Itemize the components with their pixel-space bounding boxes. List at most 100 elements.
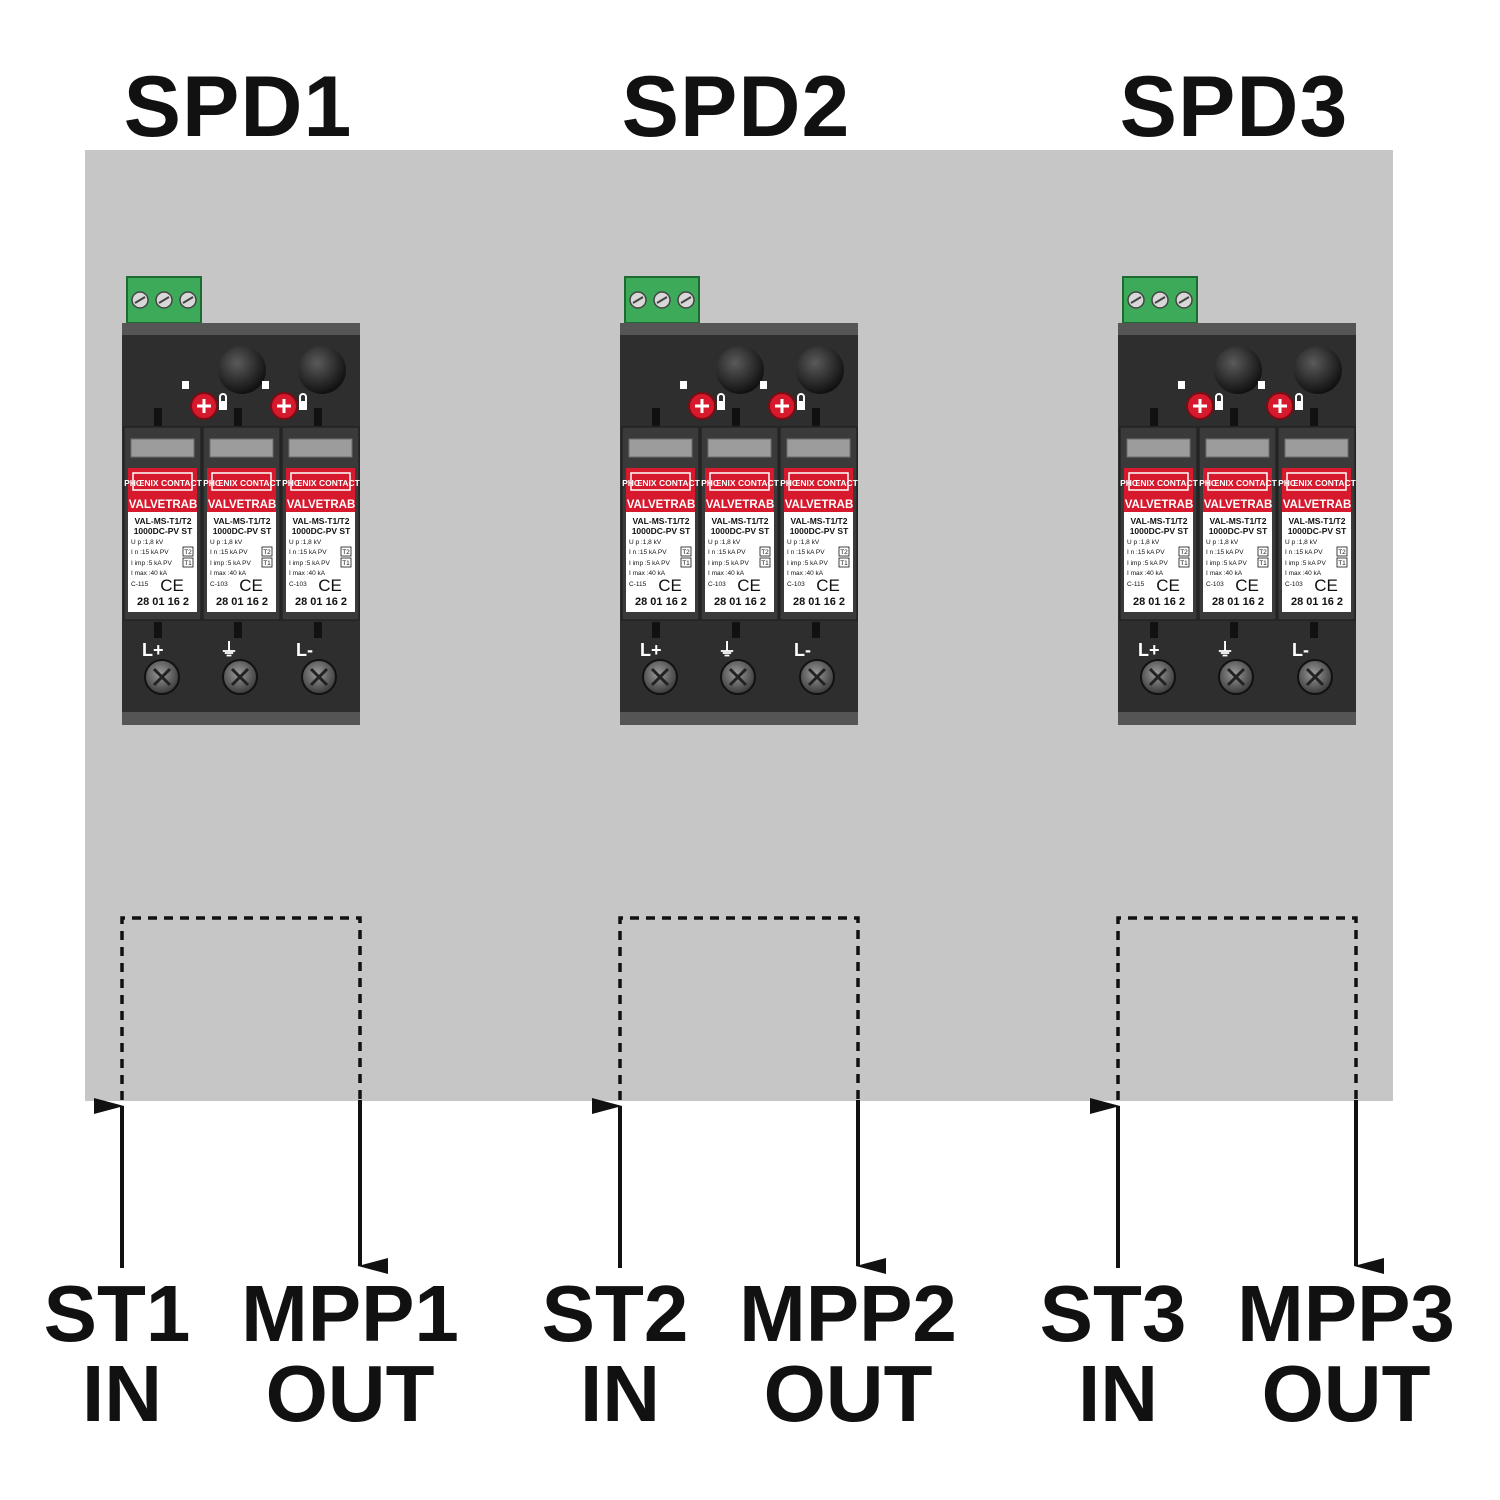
string-input-label: ST3: [1039, 1269, 1187, 1358]
protection-module-2[interactable]: PHŒNIX CONTACTVALVETRABVAL-MS-T1/T21000D…: [1198, 426, 1278, 621]
model-number: VAL-MS-T1/T2: [1210, 516, 1267, 526]
lock-icon: [797, 401, 805, 410]
spd-device-3: PHŒNIX CONTACTVALVETRABVAL-MS-T1/T21000D…: [1090, 276, 1384, 1274]
class-badge: T2: [263, 549, 271, 556]
brand-logo: [211, 472, 272, 491]
brand-logo: [1128, 472, 1189, 491]
ce-mark-icon: CE: [239, 576, 263, 595]
max-current: I max :40 kA: [131, 570, 168, 577]
din-rail-bottom: [1118, 712, 1356, 725]
article-number: 28 01 16 2: [137, 596, 189, 608]
max-current: I max :40 kA: [787, 570, 824, 577]
certificate-code: C-103: [210, 581, 228, 588]
protection-module-3[interactable]: PHŒNIX CONTACTVALVETRABVAL-MS-T1/T21000D…: [779, 426, 859, 621]
input-direction-label: IN: [580, 1349, 660, 1438]
ce-mark-icon: CE: [1235, 576, 1259, 595]
rating-label: [626, 512, 695, 612]
spd-title: SPD3: [1119, 59, 1349, 155]
class-badge: T1: [342, 560, 350, 567]
protection-module-3[interactable]: PHŒNIX CONTACTVALVETRABVAL-MS-T1/T21000D…: [1277, 426, 1357, 621]
class-badge: T2: [184, 549, 192, 556]
unlock-icon: [182, 381, 189, 389]
remote-signal-connector: [126, 276, 202, 324]
rating-label: [1282, 512, 1351, 612]
rating-label: [286, 512, 355, 612]
max-current: I max :40 kA: [708, 570, 745, 577]
nominal-current: I n :15 kA PV: [1206, 549, 1244, 556]
class-badge: T1: [761, 560, 769, 567]
brand-logo: [709, 472, 770, 491]
model-number: VAL-MS-T1/T2: [1131, 516, 1188, 526]
voltage-rating: 1000DC-PV ST: [213, 526, 272, 536]
protection-level: U p :1,8 kV: [131, 539, 164, 546]
din-rail-bottom: [620, 712, 858, 725]
mpp-output-label: MPP1: [241, 1269, 459, 1358]
certificate-code: C-103: [1206, 581, 1224, 588]
brand-name: PHŒNIX CONTACT: [622, 478, 701, 488]
max-current: I max :40 kA: [1206, 570, 1243, 577]
impulse-current: I imp :5 kA PV: [1127, 560, 1168, 567]
status-window: [288, 438, 353, 458]
certificate-code: C-103: [787, 581, 805, 588]
protection-module-2[interactable]: PHŒNIX CONTACTVALVETRABVAL-MS-T1/T21000D…: [202, 426, 282, 621]
brand-name: PHŒNIX CONTACT: [203, 478, 282, 488]
class-badge: T2: [342, 549, 350, 556]
release-knob-icon: [298, 346, 346, 394]
din-rail-top: [620, 323, 858, 335]
impulse-current: I imp :5 kA PV: [708, 560, 749, 567]
brand-name: PHŒNIX CONTACT: [1278, 478, 1357, 488]
article-number: 28 01 16 2: [793, 596, 845, 608]
nominal-current: I n :15 kA PV: [1285, 549, 1323, 556]
ce-mark-icon: CE: [318, 576, 342, 595]
impulse-current: I imp :5 kA PV: [787, 560, 828, 567]
protection-level: U p :1,8 kV: [1285, 539, 1318, 546]
voltage-rating: 1000DC-PV ST: [632, 526, 691, 536]
protection-module-1[interactable]: PHŒNIX CONTACTVALVETRABVAL-MS-T1/T21000D…: [1119, 426, 1199, 621]
protection-module-3[interactable]: PHŒNIX CONTACTVALVETRABVAL-MS-T1/T21000D…: [281, 426, 361, 621]
status-window: [1126, 438, 1191, 458]
product-name: VALVETRAB: [1204, 499, 1273, 511]
rating-label: [1124, 512, 1193, 612]
ce-mark-icon: CE: [1314, 576, 1338, 595]
protection-module-1[interactable]: PHŒNIX CONTACTVALVETRABVAL-MS-T1/T21000D…: [621, 426, 701, 621]
model-number: VAL-MS-T1/T2: [712, 516, 769, 526]
rating-label: [207, 512, 276, 612]
class-badge: T1: [840, 560, 848, 567]
product-name: VALVETRAB: [1283, 499, 1352, 511]
brand-logo: [132, 472, 193, 491]
status-window: [1284, 438, 1349, 458]
lock-icon: [1215, 401, 1223, 410]
brand-name: PHŒNIX CONTACT: [124, 478, 203, 488]
status-window: [707, 438, 772, 458]
remote-signal-connector: [624, 276, 700, 324]
certificate-code: C-103: [1285, 581, 1303, 588]
voltage-rating: 1000DC-PV ST: [790, 526, 849, 536]
output-direction-label: OUT: [763, 1349, 933, 1438]
protection-module-2[interactable]: PHŒNIX CONTACTVALVETRABVAL-MS-T1/T21000D…: [700, 426, 780, 621]
model-number: VAL-MS-T1/T2: [214, 516, 271, 526]
class-badge: T2: [1180, 549, 1188, 556]
impulse-current: I imp :5 kA PV: [210, 560, 251, 567]
release-knob-icon: [716, 346, 764, 394]
rating-label: [1203, 512, 1272, 612]
unlock-icon: [262, 381, 269, 389]
terminal-label: L-: [794, 640, 811, 660]
lock-icon: [299, 401, 307, 410]
release-knob-icon: [1294, 346, 1342, 394]
brand-logo: [630, 472, 691, 491]
nominal-current: I n :15 kA PV: [787, 549, 825, 556]
impulse-current: I imp :5 kA PV: [1206, 560, 1247, 567]
protection-level: U p :1,8 kV: [1127, 539, 1160, 546]
protection-module-1[interactable]: PHŒNIX CONTACTVALVETRABVAL-MS-T1/T21000D…: [123, 426, 203, 621]
model-number: VAL-MS-T1/T2: [1289, 516, 1346, 526]
protection-level: U p :1,8 kV: [1206, 539, 1239, 546]
terminal-label: L+: [640, 640, 662, 660]
terminal-label: ⏚: [220, 640, 238, 660]
lock-icon: [219, 401, 227, 410]
terminal-label: L+: [1138, 640, 1160, 660]
rating-label: [705, 512, 774, 612]
input-direction-label: IN: [82, 1349, 162, 1438]
ce-mark-icon: CE: [816, 576, 840, 595]
brand-name: PHŒNIX CONTACT: [1199, 478, 1278, 488]
